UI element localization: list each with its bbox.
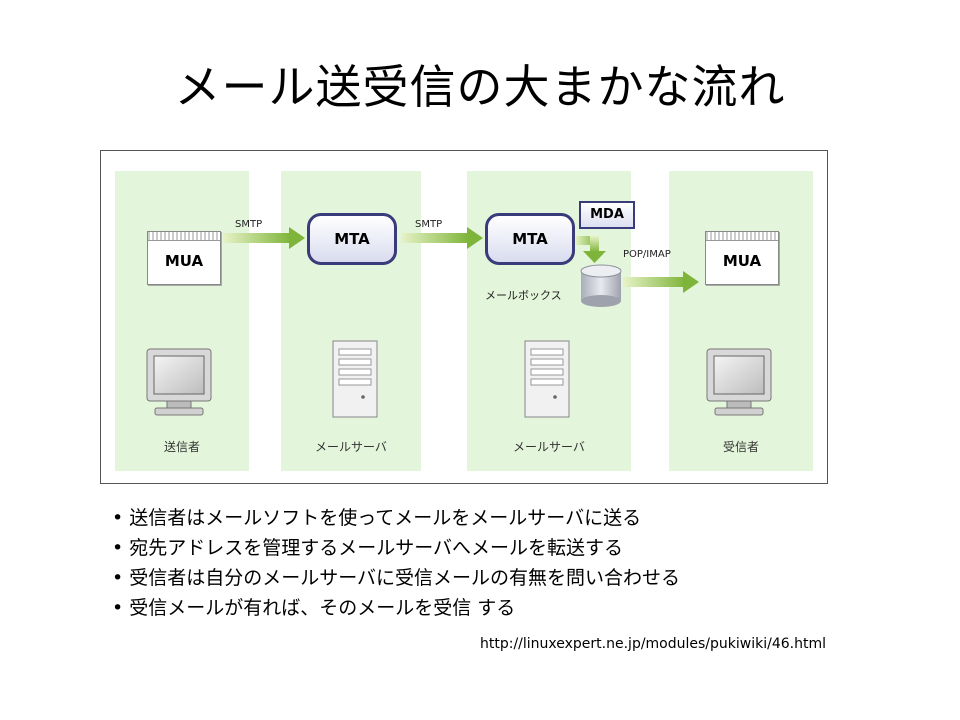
sender-computer-icon	[146, 348, 212, 416]
mail-server-label-1: メールサーバ	[315, 440, 387, 454]
mail-server-icon-1	[332, 340, 378, 418]
pop-imap-arrow	[623, 271, 699, 293]
mta-box-2: MTA	[485, 213, 575, 265]
source-url: http://linuxexpert.ne.jp/modules/pukiwik…	[480, 636, 826, 652]
sender-label: 送信者	[163, 440, 200, 454]
mail-server-label-2: メールサーバ	[513, 440, 585, 454]
diagram-graphics	[146, 227, 772, 418]
smtp-arrow-1	[223, 227, 305, 249]
slide-title: メール送受信の大まかな流れ	[174, 60, 786, 114]
mailbox-cylinder-icon	[580, 264, 622, 307]
mda-box: MDA	[579, 201, 635, 229]
mail-flow-diagram: 送信者 メールサーバ メールサーバ 受信者 MUA MUA MTA MTA MD…	[100, 150, 828, 484]
smtp-arrow-2	[401, 227, 483, 249]
mail-server-icon-2	[524, 340, 570, 418]
bullet-item-3: 受信者は自分のメールサーバに受信メールの有無を問い合わせる	[112, 563, 680, 593]
bullet-list: 送信者はメールソフトを使ってメールをメールサーバに送る 宛先アドレスを管理するメ…	[112, 503, 680, 623]
mda-arrow	[575, 236, 606, 263]
smtp-label-1: SMTP	[235, 219, 263, 230]
pop-imap-label: POP/IMAP	[623, 249, 671, 260]
bullet-item-1: 送信者はメールソフトを使ってメールをメールサーバに送る	[112, 503, 680, 533]
bullet-item-2: 宛先アドレスを管理するメールサーバへメールを転送する	[112, 533, 680, 563]
mta-box-1: MTA	[307, 213, 397, 265]
receiver-label: 受信者	[722, 440, 759, 454]
sender-column: 送信者	[115, 171, 249, 471]
bullet-item-4: 受信メールが有れば、そのメールを受信 する	[112, 593, 680, 623]
sender-mua-label: MUA	[164, 252, 204, 270]
sender-mua-box: MUA	[147, 231, 221, 285]
receiver-mua-box: MUA	[705, 231, 779, 285]
smtp-label-2: SMTP	[415, 219, 443, 230]
receiver-mua-label: MUA	[722, 252, 762, 270]
receiver-column: 受信者	[669, 171, 813, 471]
receiver-computer-icon	[706, 348, 772, 416]
mailbox-label: メールボックス	[485, 289, 562, 302]
